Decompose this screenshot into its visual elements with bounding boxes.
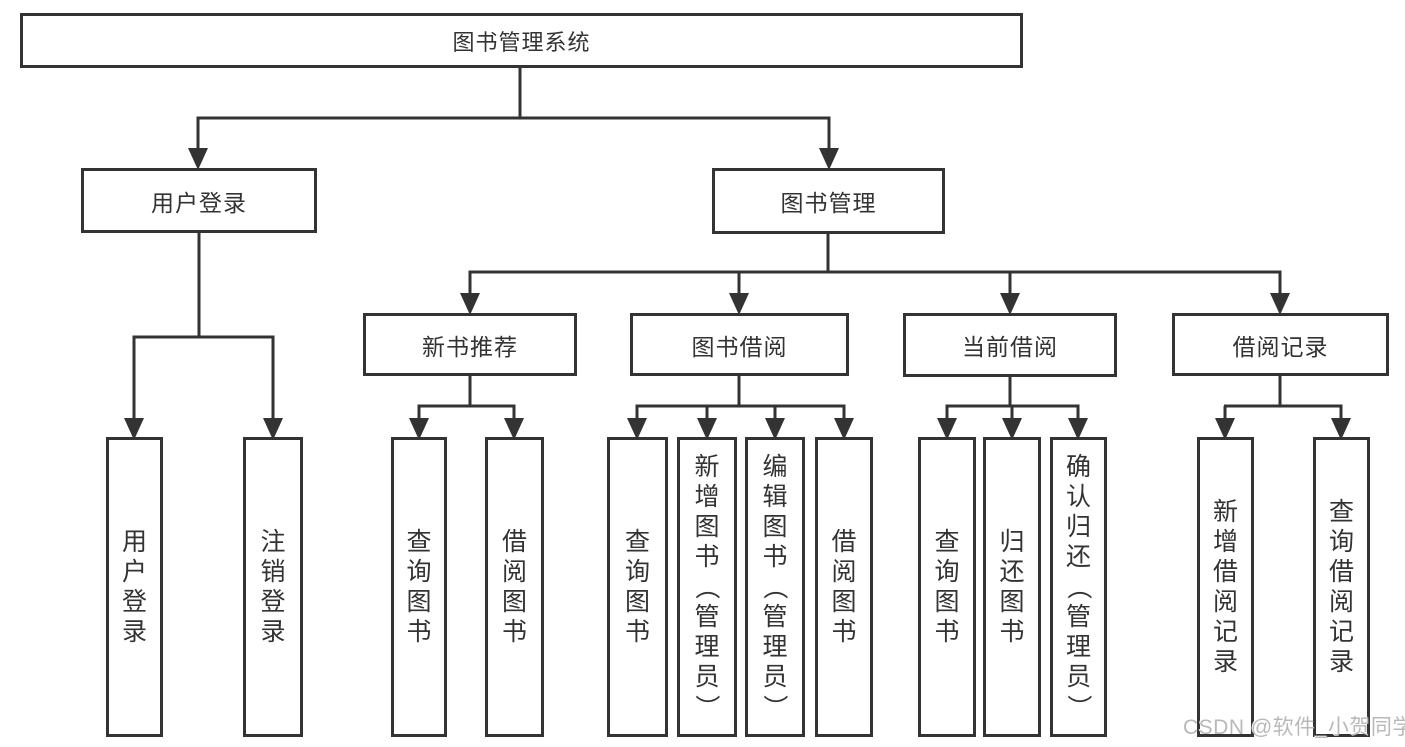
- leaf-add-books-admin: 新增图书（管理员）: [677, 437, 737, 737]
- leaf-label: 注销登录: [260, 528, 286, 646]
- watermark: CSDN @软件_小贺同学: [1183, 716, 1405, 739]
- node-borrowing-records: 借阅记录: [1172, 313, 1389, 376]
- leaf-add-borrow-record: 新增借阅记录: [1197, 437, 1254, 737]
- node-user-login: 用户登录: [81, 168, 317, 233]
- leaf-query-borrow-record: 查询借阅记录: [1313, 437, 1370, 737]
- node-library-management-system: 图书管理系统: [20, 13, 1023, 68]
- leaf-label: 查询借阅记录: [1328, 498, 1354, 676]
- leaf-label: 归还图书: [999, 528, 1025, 646]
- leaf-confirm-return-admin: 确认归还（管理员）: [1050, 437, 1107, 737]
- node-book-borrowing: 图书借阅: [630, 313, 849, 376]
- leaf-user-login: 用户登录: [106, 437, 163, 737]
- leaf-label: 新增借阅记录: [1212, 498, 1238, 676]
- leaf-label: 借阅图书: [501, 528, 527, 646]
- leaf-query-books-recommend: 查询图书: [391, 437, 447, 737]
- leaf-label: 确认归还（管理员）: [1064, 453, 1093, 720]
- leaf-query-books-current: 查询图书: [918, 437, 976, 737]
- leaf-logout: 注销登录: [243, 437, 303, 737]
- leaf-label: 借阅图书: [831, 528, 857, 646]
- leaf-label: 编辑图书（管理员）: [760, 453, 789, 720]
- leaf-label: 查询图书: [934, 528, 960, 646]
- leaf-label: 用户登录: [121, 528, 147, 646]
- leaf-label: 查询图书: [624, 528, 650, 646]
- leaf-edit-books-admin: 编辑图书（管理员）: [745, 437, 805, 737]
- node-book-management: 图书管理: [712, 168, 945, 234]
- node-current-borrowing: 当前借阅: [903, 313, 1117, 377]
- leaf-query-books-borrowing: 查询图书: [607, 437, 668, 737]
- leaf-borrow-books-recommend: 借阅图书: [485, 437, 544, 737]
- leaf-label: 新增图书（管理员）: [692, 453, 721, 720]
- connector-segments: [132, 66, 1343, 434]
- node-new-book-recommend: 新书推荐: [363, 313, 577, 376]
- leaf-return-books: 归还图书: [983, 437, 1041, 737]
- leaf-label: 查询图书: [406, 528, 432, 646]
- leaf-borrow-books: 借阅图书: [815, 437, 873, 737]
